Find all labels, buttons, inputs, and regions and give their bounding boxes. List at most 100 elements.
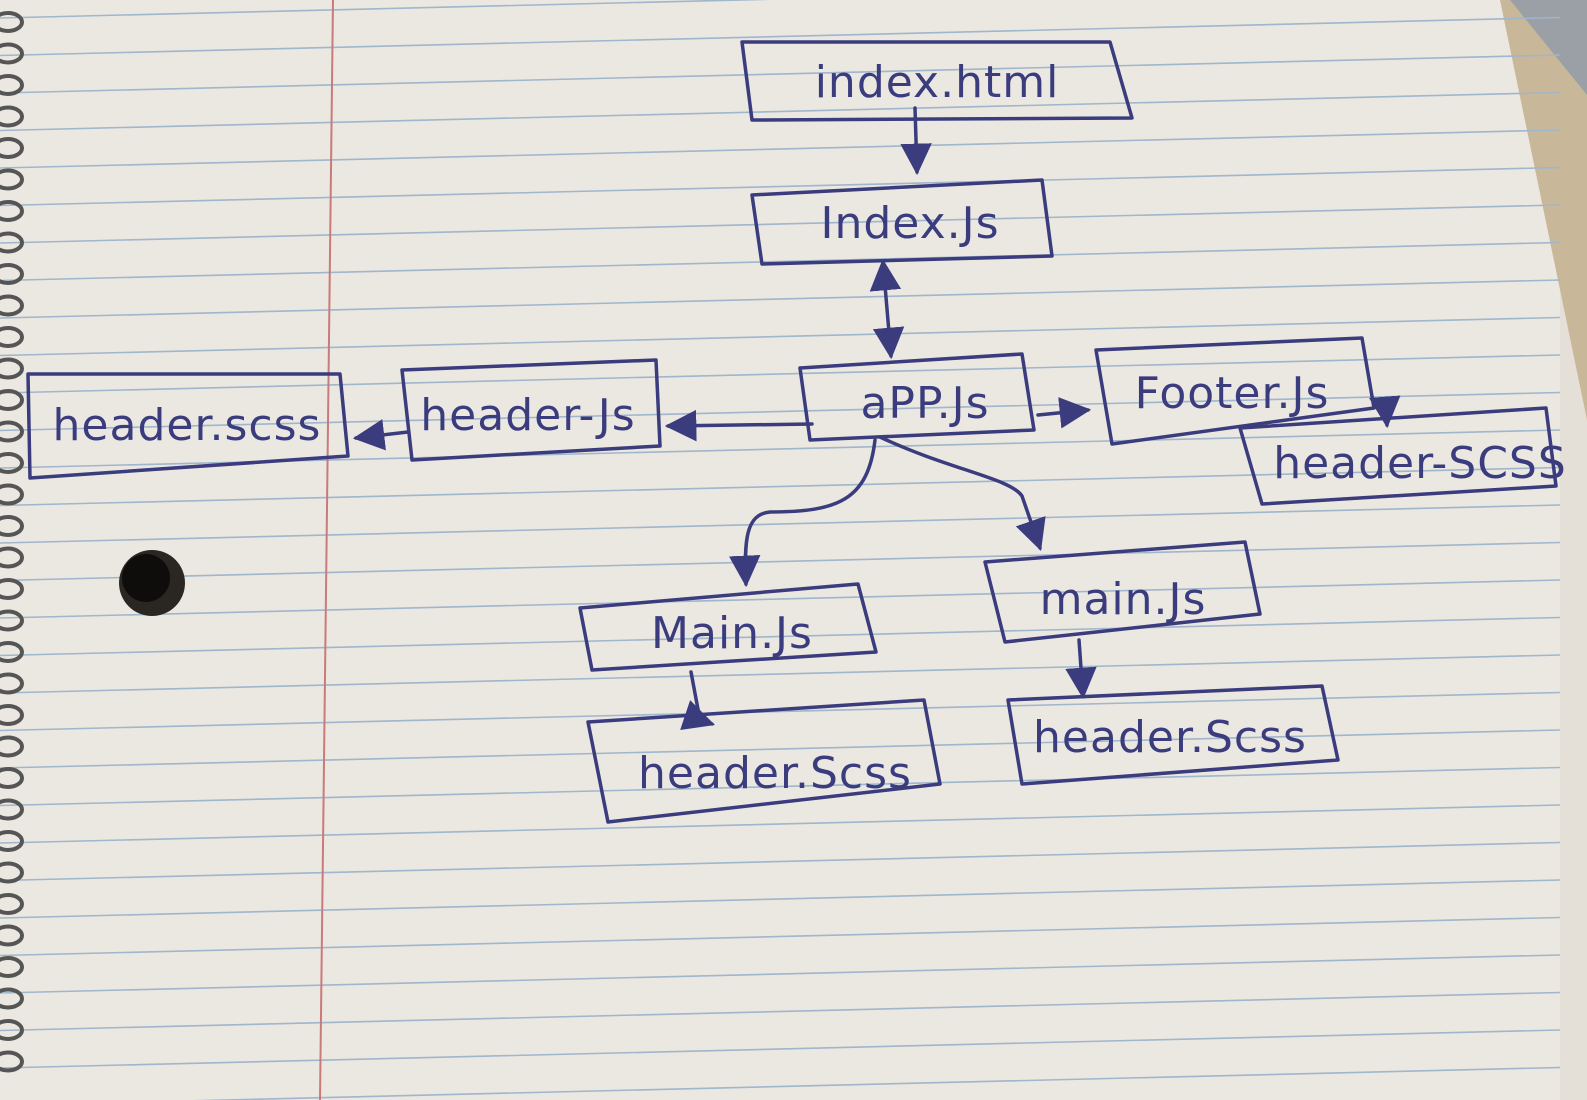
edge-app-js-to-footer-js <box>1036 397 1092 429</box>
spiral-ring <box>0 798 24 821</box>
node-box <box>750 178 1054 266</box>
spiral-ring <box>0 861 24 884</box>
node-box <box>586 698 942 824</box>
node-header-scss-main-left: header.Scss <box>586 698 942 824</box>
rule-line <box>0 54 1561 94</box>
edge-footer-js-to-header-scss <box>1369 395 1401 429</box>
node-box <box>26 372 350 480</box>
node-footer-js: Footer.Js <box>1094 336 1376 446</box>
node-label: header-SCSS <box>1273 438 1567 489</box>
edge-app-js-to-main-js-left <box>728 438 877 588</box>
spiral-ring <box>0 735 24 758</box>
node-box <box>1094 336 1376 446</box>
rule-line <box>0 466 1561 507</box>
node-box <box>578 582 878 672</box>
rule-line <box>0 879 1561 919</box>
rule-line <box>0 766 1561 807</box>
spiral-ring <box>0 452 24 474</box>
rule-line <box>0 0 772 19</box>
node-index-js: Index.Js <box>750 178 1054 266</box>
spiral-ring <box>0 609 24 632</box>
rule-line <box>0 991 1561 1032</box>
spiral-ring <box>0 105 24 128</box>
node-label: header-Js <box>420 390 635 441</box>
edge-main-js-right-to-header-scss <box>1065 638 1097 700</box>
spiral-ring <box>0 578 24 600</box>
rule-line <box>0 916 1561 957</box>
spiral-ring <box>0 956 24 978</box>
rule-line <box>0 316 1561 357</box>
rule-line <box>0 354 1561 394</box>
spiral-ring <box>0 1050 24 1073</box>
node-label: aPP.Js <box>860 378 989 429</box>
node-header-scss-main-right: header.Scss <box>1006 684 1340 786</box>
spiral-ring <box>0 137 24 159</box>
spiral-ring <box>0 893 24 915</box>
spiral-ring <box>0 546 24 569</box>
spiral-ring <box>0 924 24 947</box>
spiral-ring <box>0 263 24 285</box>
rule-line <box>0 729 1561 769</box>
spiral-ring <box>0 641 24 663</box>
rule-line <box>0 954 1561 994</box>
spiral-ring <box>0 483 24 506</box>
margin-line <box>319 0 334 1100</box>
spiral-ring <box>0 326 24 348</box>
node-label: header.Scss <box>638 748 912 799</box>
spiral-ring <box>0 704 24 726</box>
spiral-ring <box>0 767 24 789</box>
edge-main-js-left-to-header-scss <box>680 670 715 730</box>
desk-object <box>1510 0 1587 95</box>
node-label: Index.Js <box>820 198 999 249</box>
spiral-ring <box>0 294 24 317</box>
node-main-js-left: Main.Js <box>578 582 878 672</box>
node-label: header.scss <box>53 400 322 451</box>
rule-line <box>0 1029 1561 1069</box>
node-header-scss-left: header.scss <box>26 372 350 480</box>
node-label: Main.Js <box>651 608 813 659</box>
rule-line <box>0 166 1561 207</box>
spiral-ring <box>0 672 24 695</box>
node-box <box>983 540 1262 644</box>
node-box <box>400 358 662 462</box>
rule-line <box>0 16 1561 57</box>
spiral-ring <box>0 42 24 65</box>
spiral-ring <box>0 389 24 411</box>
node-header-js: header-Js <box>400 358 662 462</box>
spiral-ring <box>0 357 24 380</box>
node-index-html: index.html <box>740 40 1134 122</box>
rule-line <box>0 91 1561 132</box>
punch-hole-shadow <box>122 554 170 602</box>
spiral-ring <box>0 231 24 254</box>
edges <box>352 106 1401 730</box>
spiral-ring <box>0 74 24 96</box>
edge-index-js-app-js <box>869 258 905 360</box>
node-label: header.Scss <box>1033 712 1307 763</box>
node-box <box>1238 406 1558 506</box>
spiral-ring <box>0 830 24 852</box>
rule-line <box>0 504 1561 544</box>
node-header-scss-footer: header-SCSS <box>1238 406 1567 506</box>
node-label: Footer.Js <box>1135 368 1330 419</box>
spiral-binding <box>0 11 24 1073</box>
rule-line <box>0 391 1561 432</box>
node-box <box>740 40 1134 122</box>
rule-line <box>0 279 1561 319</box>
rule-line <box>192 1066 1561 1100</box>
rule-line <box>0 691 1561 732</box>
rule-line <box>0 204 1561 244</box>
node-box <box>798 352 1036 442</box>
rule-line <box>0 616 1561 657</box>
nodes: index.html Index.Js aPP.Js header-Js hea… <box>26 40 1567 824</box>
edge-app-js-to-header-js <box>664 409 814 442</box>
spiral-ring <box>0 987 24 1010</box>
node-main-js-right: main.Js <box>983 540 1262 644</box>
node-app-js: aPP.Js <box>798 352 1036 442</box>
spiral-ring <box>0 515 24 537</box>
rule-line <box>0 579 1561 619</box>
node-label: index.html <box>815 57 1060 108</box>
spiral-ring <box>0 11 24 33</box>
